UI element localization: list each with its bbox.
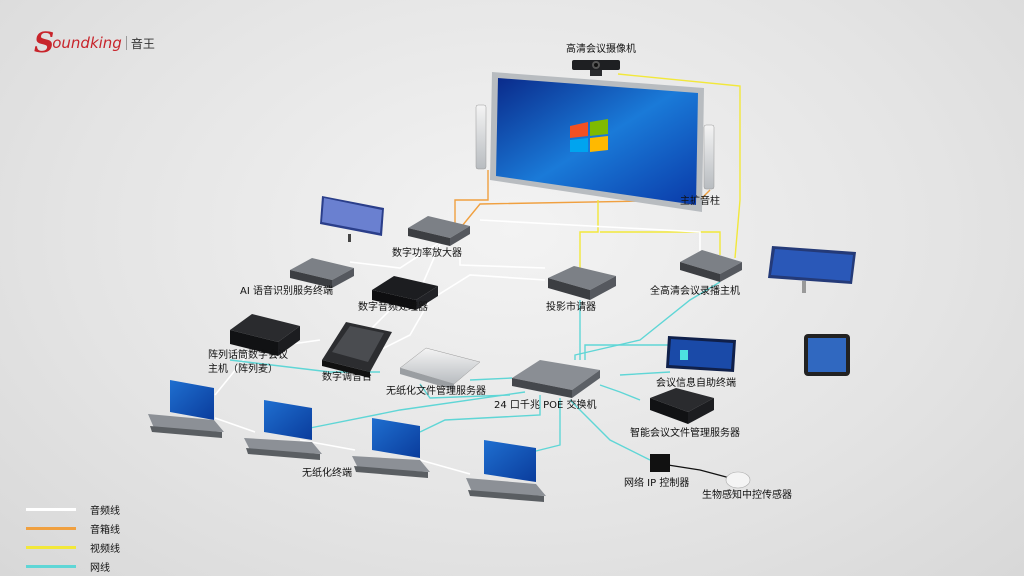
label-projector: 投影市请器 [546, 302, 596, 313]
legend-item-video: 视频线 [26, 538, 120, 557]
mixer-device [322, 322, 392, 378]
amplifier-device [408, 216, 470, 246]
projector-device [548, 266, 616, 300]
label-amplifier: 数字功率放大器 [392, 248, 462, 259]
audio-line-icon [26, 508, 76, 511]
audio-processor-device [372, 276, 438, 310]
logo-wordmark: oundking [52, 34, 122, 52]
laptop-4 [466, 440, 546, 502]
soundking-logo: S oundking 音王 [34, 26, 155, 59]
laptop-2 [244, 400, 322, 460]
ai-monitor [320, 196, 384, 242]
label-ip-controller: 网络 IP 控制器 [624, 478, 690, 489]
video-line-icon [26, 546, 76, 549]
label-bio-sensor: 生物感知中控传感器 [702, 490, 792, 501]
label-ai-server: AI 语音识别服务终端 [240, 286, 333, 297]
label-paperless-server: 无纸化文件管理服务器 [386, 386, 486, 397]
legend-item-network: 网线 [26, 557, 120, 576]
conference-camera [572, 60, 620, 76]
paperless-server-device [399, 347, 481, 390]
label-smart-file-server: 智能会议文件管理服务器 [630, 428, 740, 439]
label-info-terminal: 会议信息自助终端 [656, 378, 736, 389]
logo-divider [125, 36, 127, 50]
main-display [490, 72, 704, 212]
label-mixer: 数字调音台 [322, 372, 372, 383]
laptop-3 [352, 418, 430, 478]
cable-legend: 音频线 音箱线 视频线 网线 [26, 500, 120, 576]
smart-file-server-device [650, 388, 714, 424]
label-array-mic-host-1: 阵列话筒数字会议 [208, 350, 288, 361]
label-paperless-terminal: 无纸化终端 [302, 468, 352, 479]
poe-switch-device [512, 360, 600, 398]
network-line-icon [26, 565, 76, 568]
speaker-cables [454, 170, 711, 227]
logo-chinese: 音王 [130, 36, 155, 51]
bio-sensor-device [725, 471, 751, 489]
sensor-cable [667, 464, 731, 479]
video-cables [579, 73, 741, 270]
recorder-monitor [768, 246, 856, 293]
tablet-device [804, 334, 850, 376]
label-recorder: 全高清会议录播主机 [650, 286, 740, 297]
ip-controller-device [650, 454, 670, 472]
windows-logo-icon [570, 119, 608, 152]
speaker-line-icon [26, 527, 76, 530]
ai-server-device [290, 258, 354, 288]
legend-item-audio: 音频线 [26, 500, 120, 519]
label-main-speaker: 主扩音柱 [680, 196, 720, 207]
laptop-1 [148, 380, 224, 438]
recorder-device [680, 250, 742, 282]
label-poe-switch: 24 口千兆 POE 交换机 [494, 400, 597, 411]
legend-item-speaker: 音箱线 [26, 519, 120, 538]
logo-initial: S [34, 26, 55, 59]
array-mic-host-device [230, 314, 300, 356]
audio-cables [214, 219, 701, 475]
label-array-mic-host-2: 主机（阵列麦） [208, 364, 278, 375]
info-terminal-device [666, 336, 736, 372]
label-audio-processor: 数字音频处理器 [358, 302, 428, 313]
speaker-column-right [703, 124, 715, 190]
label-camera: 高清会议摄像机 [566, 44, 636, 55]
speaker-column-left [475, 104, 487, 170]
